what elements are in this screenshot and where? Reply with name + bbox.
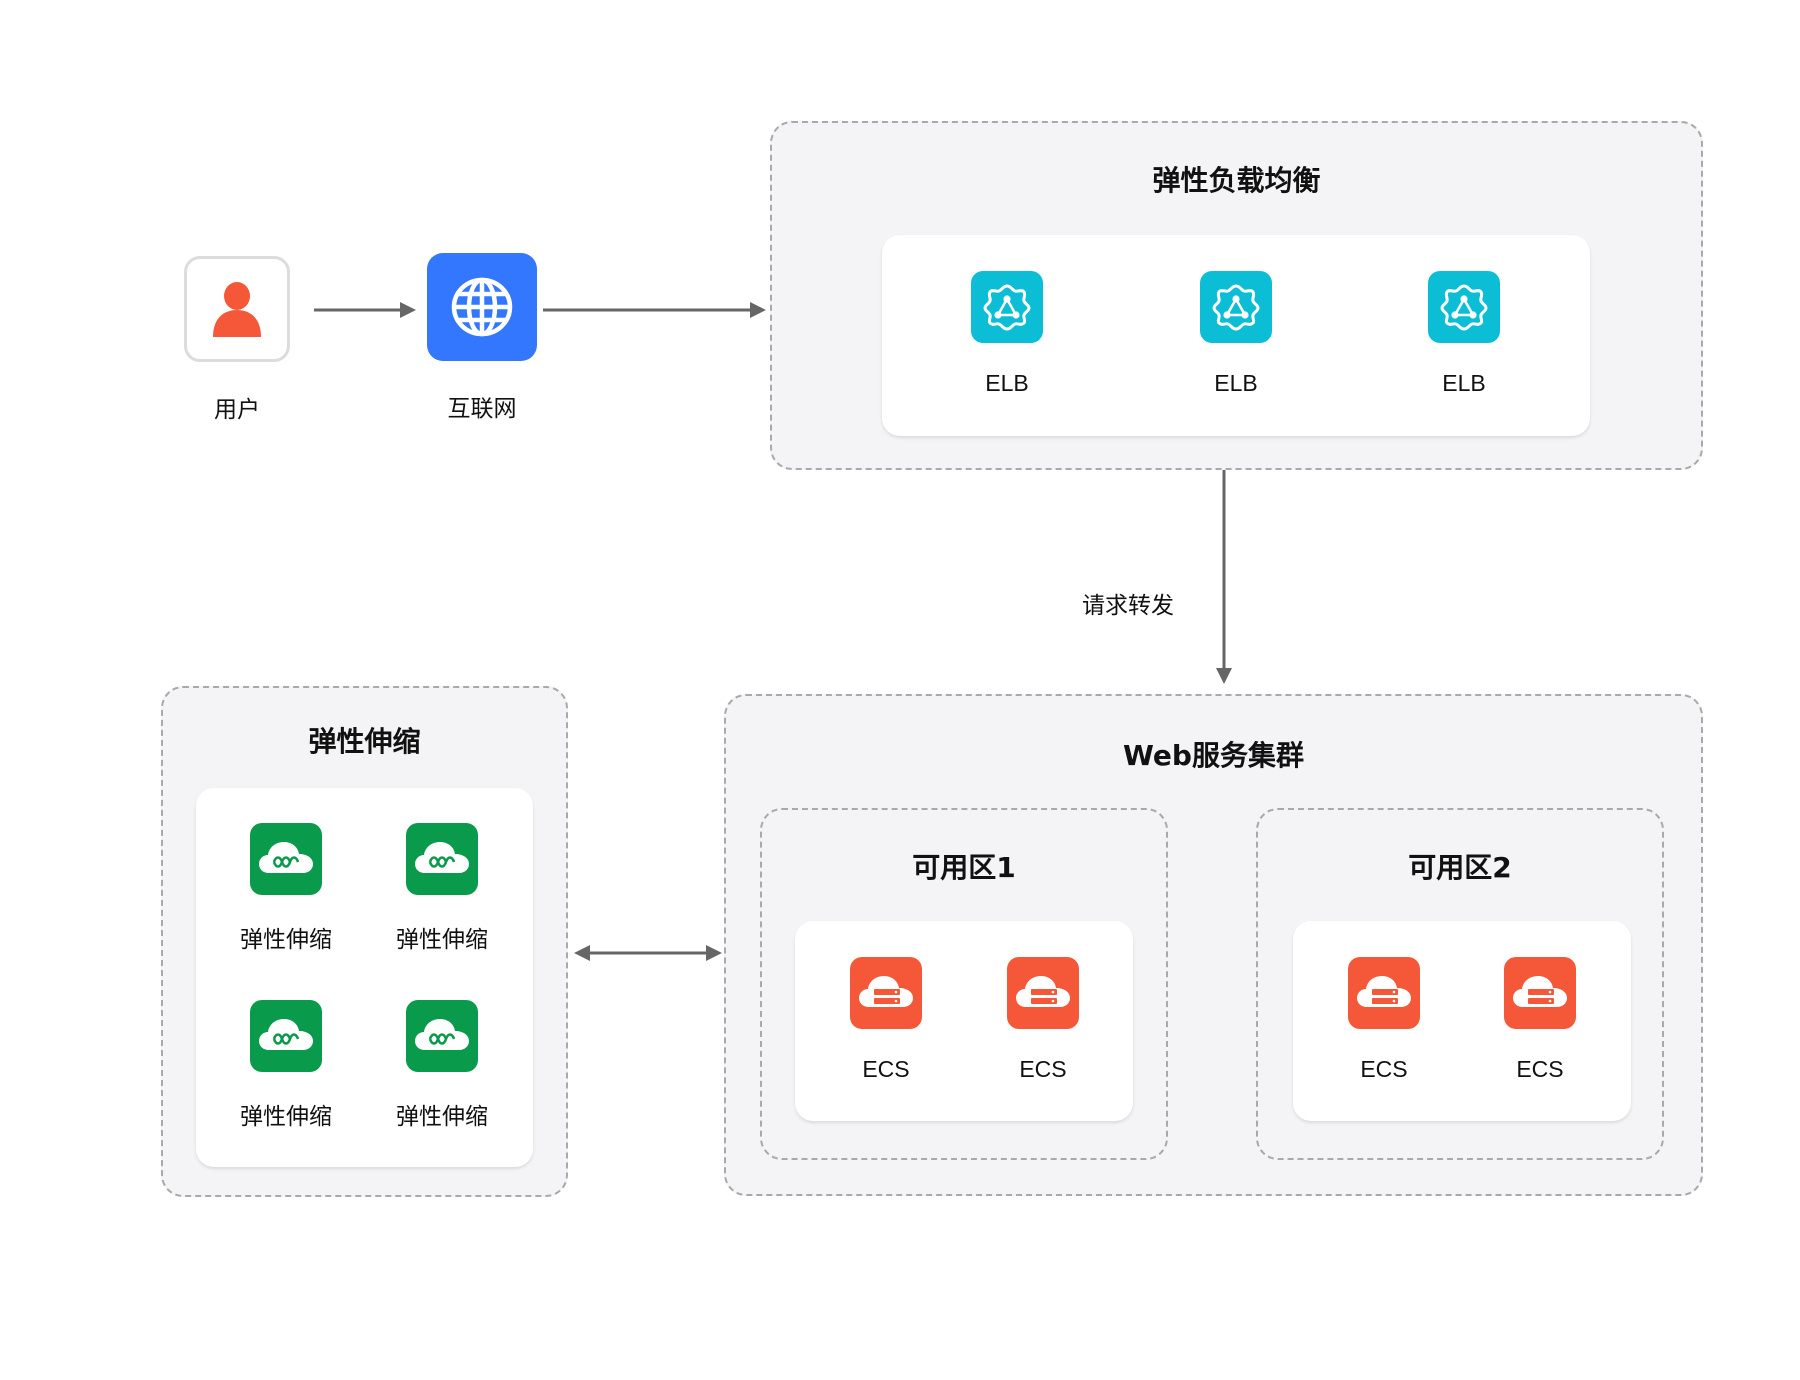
user-icon: [213, 282, 261, 337]
ecs-label: ECS: [1360, 1056, 1408, 1082]
arrowhead: [706, 945, 722, 961]
internet-node[interactable]: [427, 253, 537, 361]
auto-scaling-label: 弹性伸缩: [396, 1104, 488, 1130]
ecs-icon[interactable]: [1504, 957, 1576, 1029]
zone-2-panel: [1293, 921, 1631, 1121]
ecs-label: ECS: [1019, 1056, 1067, 1082]
user-label: 用户: [214, 397, 260, 423]
elb-icon[interactable]: [1428, 271, 1500, 343]
auto-scaling-icon[interactable]: [406, 1000, 478, 1072]
ecs-label: ECS: [862, 1056, 910, 1082]
zone-2-title: 可用区2: [1408, 851, 1512, 884]
elb-group-title: 弹性负载均衡: [1152, 164, 1321, 197]
elb-icon[interactable]: [971, 271, 1043, 343]
scaling-group-title: 弹性伸缩: [308, 725, 421, 758]
elb-label: ELB: [985, 370, 1029, 396]
elb-label: ELB: [1214, 370, 1258, 396]
globe-icon: [451, 277, 513, 337]
web-cluster-title: Web服务集群: [1123, 739, 1304, 772]
elb-icon[interactable]: [1200, 271, 1272, 343]
auto-scaling-icon[interactable]: [406, 823, 478, 895]
ecs-icon[interactable]: [1348, 957, 1420, 1029]
user-node[interactable]: [184, 256, 290, 362]
auto-scaling-label: 弹性伸缩: [240, 927, 332, 953]
edge-label-request-forward: 请求转发: [1082, 593, 1174, 619]
ecs-icon[interactable]: [850, 957, 922, 1029]
arrowhead: [400, 302, 416, 318]
arrowhead: [1216, 668, 1232, 684]
elb-label: ELB: [1442, 370, 1486, 396]
arrowhead: [574, 945, 590, 961]
ecs-label: ECS: [1516, 1056, 1564, 1082]
zone-1-panel: [795, 921, 1133, 1121]
ecs-icon[interactable]: [1007, 957, 1079, 1029]
auto-scaling-label: 弹性伸缩: [240, 1104, 332, 1130]
zone-1-title: 可用区1: [912, 851, 1016, 884]
arrowhead: [750, 302, 766, 318]
auto-scaling-icon[interactable]: [250, 823, 322, 895]
internet-label: 互联网: [447, 396, 517, 422]
auto-scaling-label: 弹性伸缩: [396, 927, 488, 953]
auto-scaling-icon[interactable]: [250, 1000, 322, 1072]
